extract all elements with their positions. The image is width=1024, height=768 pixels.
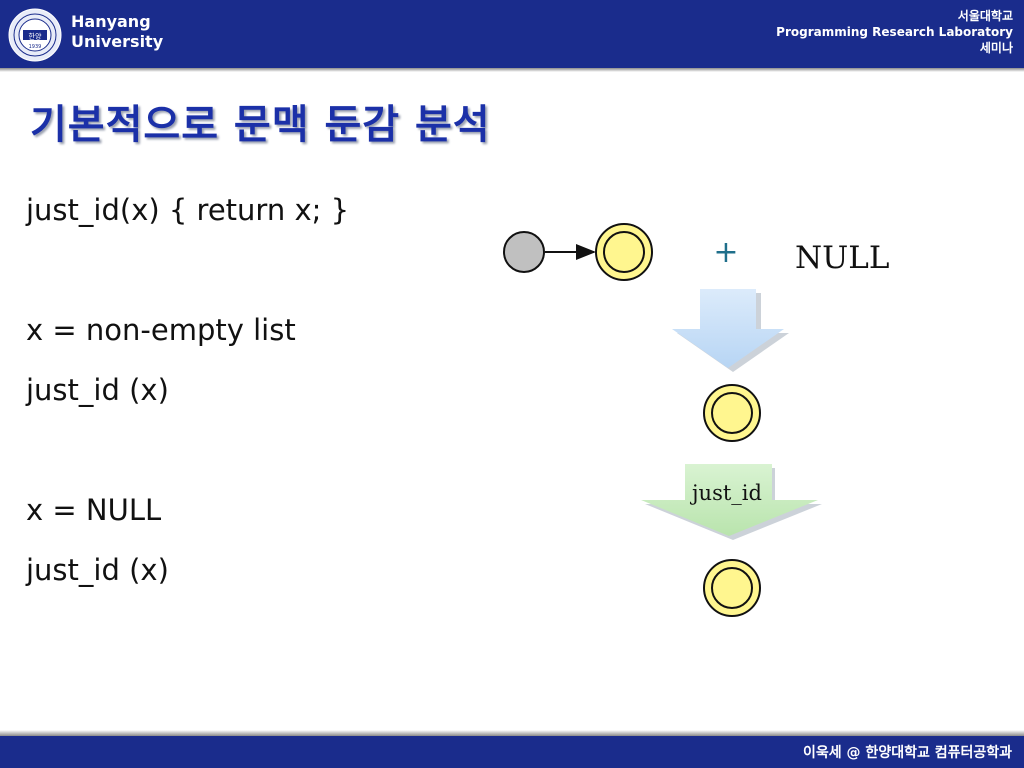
code-line-3: just_id (x) (26, 373, 169, 407)
university-name-line1: Hanyang (71, 12, 151, 31)
null-label: NULL (795, 240, 889, 276)
blue-down-arrow (672, 289, 784, 368)
code-line-2: x = non-empty list (26, 313, 296, 347)
accept-state-node-2 (703, 384, 761, 442)
code-line-4: x = NULL (26, 493, 162, 527)
header-shadow (0, 68, 1024, 72)
plus-sign: + (713, 235, 738, 270)
university-name: Hanyang University (71, 12, 163, 52)
footer-shadow (0, 730, 1024, 736)
header-bar: 한양 1939 Hanyang University 서울대학교 Program… (0, 0, 1024, 68)
footer-credit: 이욱세 @ 한양대학교 컴퓨터공학과 (803, 745, 1012, 761)
code-line-1: just_id(x) { return x; } (26, 193, 350, 227)
lab-info: 서울대학교 Programming Research Laboratory 세미… (776, 8, 1013, 56)
seal-text: 한양 (29, 33, 42, 41)
accept-state-node-1 (595, 223, 653, 281)
university-seal-icon: 한양 1939 (8, 8, 62, 62)
footer-bar: 이욱세 @ 한양대학교 컴퓨터공학과 (0, 736, 1024, 768)
lab-line3: 세미나 (979, 41, 1013, 55)
just-id-arrow-label: just_id (689, 481, 762, 505)
seal-year: 1939 (29, 44, 42, 50)
lab-line1: 서울대학교 (957, 9, 1013, 23)
green-down-arrow (641, 464, 818, 536)
university-name-line2: University (71, 32, 164, 51)
start-state-node (503, 231, 545, 273)
slide-title: 기본적으로 문맥 둔감 분석 (30, 102, 491, 148)
accept-state-node-3 (703, 559, 761, 617)
code-line-5: just_id (x) (26, 553, 169, 587)
lab-line2: Programming Research Laboratory (776, 25, 1013, 39)
